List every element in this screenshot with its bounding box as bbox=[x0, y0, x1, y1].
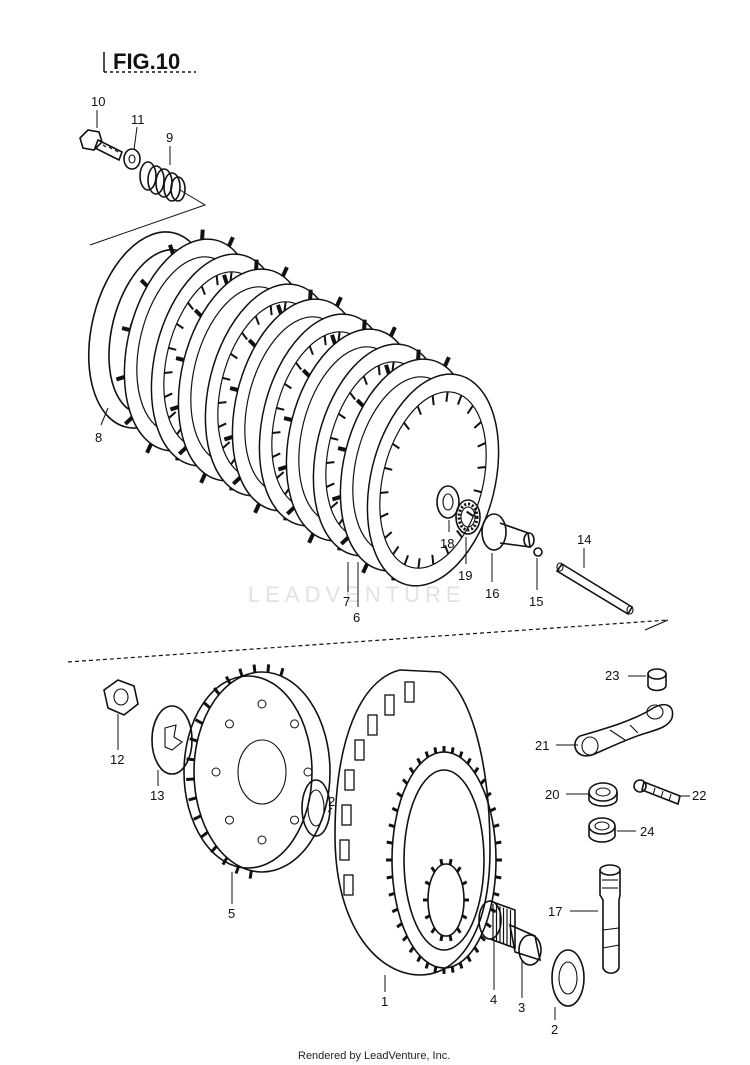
release-shaft-17 bbox=[599, 864, 621, 975]
callout-5: 5 bbox=[228, 906, 235, 921]
section-divider bbox=[67, 619, 669, 663]
callout-18: 18 bbox=[440, 536, 454, 551]
ball-15 bbox=[533, 547, 543, 557]
spring-9 bbox=[139, 161, 186, 202]
callout-9: 9 bbox=[166, 130, 173, 145]
spacer-3 bbox=[508, 923, 542, 966]
callout-15: 15 bbox=[529, 594, 543, 609]
upper-assembly bbox=[79, 129, 634, 616]
callout-2-upper: 2 bbox=[328, 794, 335, 809]
clutch-housing-1 bbox=[334, 669, 502, 976]
figure-title-text: FIG.10 bbox=[113, 49, 180, 74]
release-arm-21 bbox=[574, 703, 674, 757]
cap-23 bbox=[647, 668, 667, 692]
callout-8: 8 bbox=[95, 430, 102, 445]
clutch-plates-stack bbox=[115, 229, 500, 587]
clutch-hub-5 bbox=[183, 664, 331, 879]
callout-11: 11 bbox=[131, 112, 145, 127]
callout-1: 1 bbox=[381, 994, 388, 1009]
push-piece-16 bbox=[481, 513, 535, 551]
callout-14: 14 bbox=[577, 532, 591, 547]
callout-21: 21 bbox=[535, 738, 549, 753]
washer-18 bbox=[436, 485, 460, 519]
footer-credit: Rendered by LeadVenture, Inc. bbox=[298, 1050, 450, 1062]
leader-lines bbox=[96, 110, 690, 1020]
callout-12: 12 bbox=[110, 752, 124, 767]
callout-16: 16 bbox=[485, 586, 499, 601]
callout-3: 3 bbox=[518, 1000, 525, 1015]
callout-22: 22 bbox=[692, 788, 706, 803]
watermark: LEADVENTURE bbox=[248, 582, 466, 607]
callout-19: 19 bbox=[458, 568, 472, 583]
callout-labels: 10 11 9 8 18 19 16 15 14 7 6 23 21 20 22… bbox=[91, 94, 706, 1037]
nut-12 bbox=[103, 679, 139, 716]
bolt-22 bbox=[633, 779, 681, 806]
callout-7: 7 bbox=[343, 594, 350, 609]
push-rod-14 bbox=[555, 562, 634, 616]
callout-10: 10 bbox=[91, 94, 105, 109]
lock-washer-13 bbox=[151, 705, 193, 775]
oil-seal-20 bbox=[588, 782, 618, 807]
callout-23: 23 bbox=[605, 668, 619, 683]
callout-17: 17 bbox=[548, 904, 562, 919]
callout-13: 13 bbox=[150, 788, 164, 803]
bolt-10 bbox=[79, 129, 124, 162]
thrust-washer-2-upper bbox=[301, 779, 331, 837]
figure-title: FIG.10 bbox=[103, 49, 196, 74]
lower-assembly bbox=[103, 664, 681, 1007]
callout-20: 20 bbox=[545, 787, 559, 802]
bearing-19 bbox=[455, 499, 481, 535]
washer-11 bbox=[123, 148, 141, 170]
callout-4: 4 bbox=[490, 992, 497, 1007]
thrust-washer-2-lower bbox=[551, 949, 585, 1007]
bushing-24 bbox=[588, 817, 616, 843]
callout-2-lower: 2 bbox=[551, 1022, 558, 1037]
callout-6: 6 bbox=[353, 610, 360, 625]
callout-24: 24 bbox=[640, 824, 654, 839]
